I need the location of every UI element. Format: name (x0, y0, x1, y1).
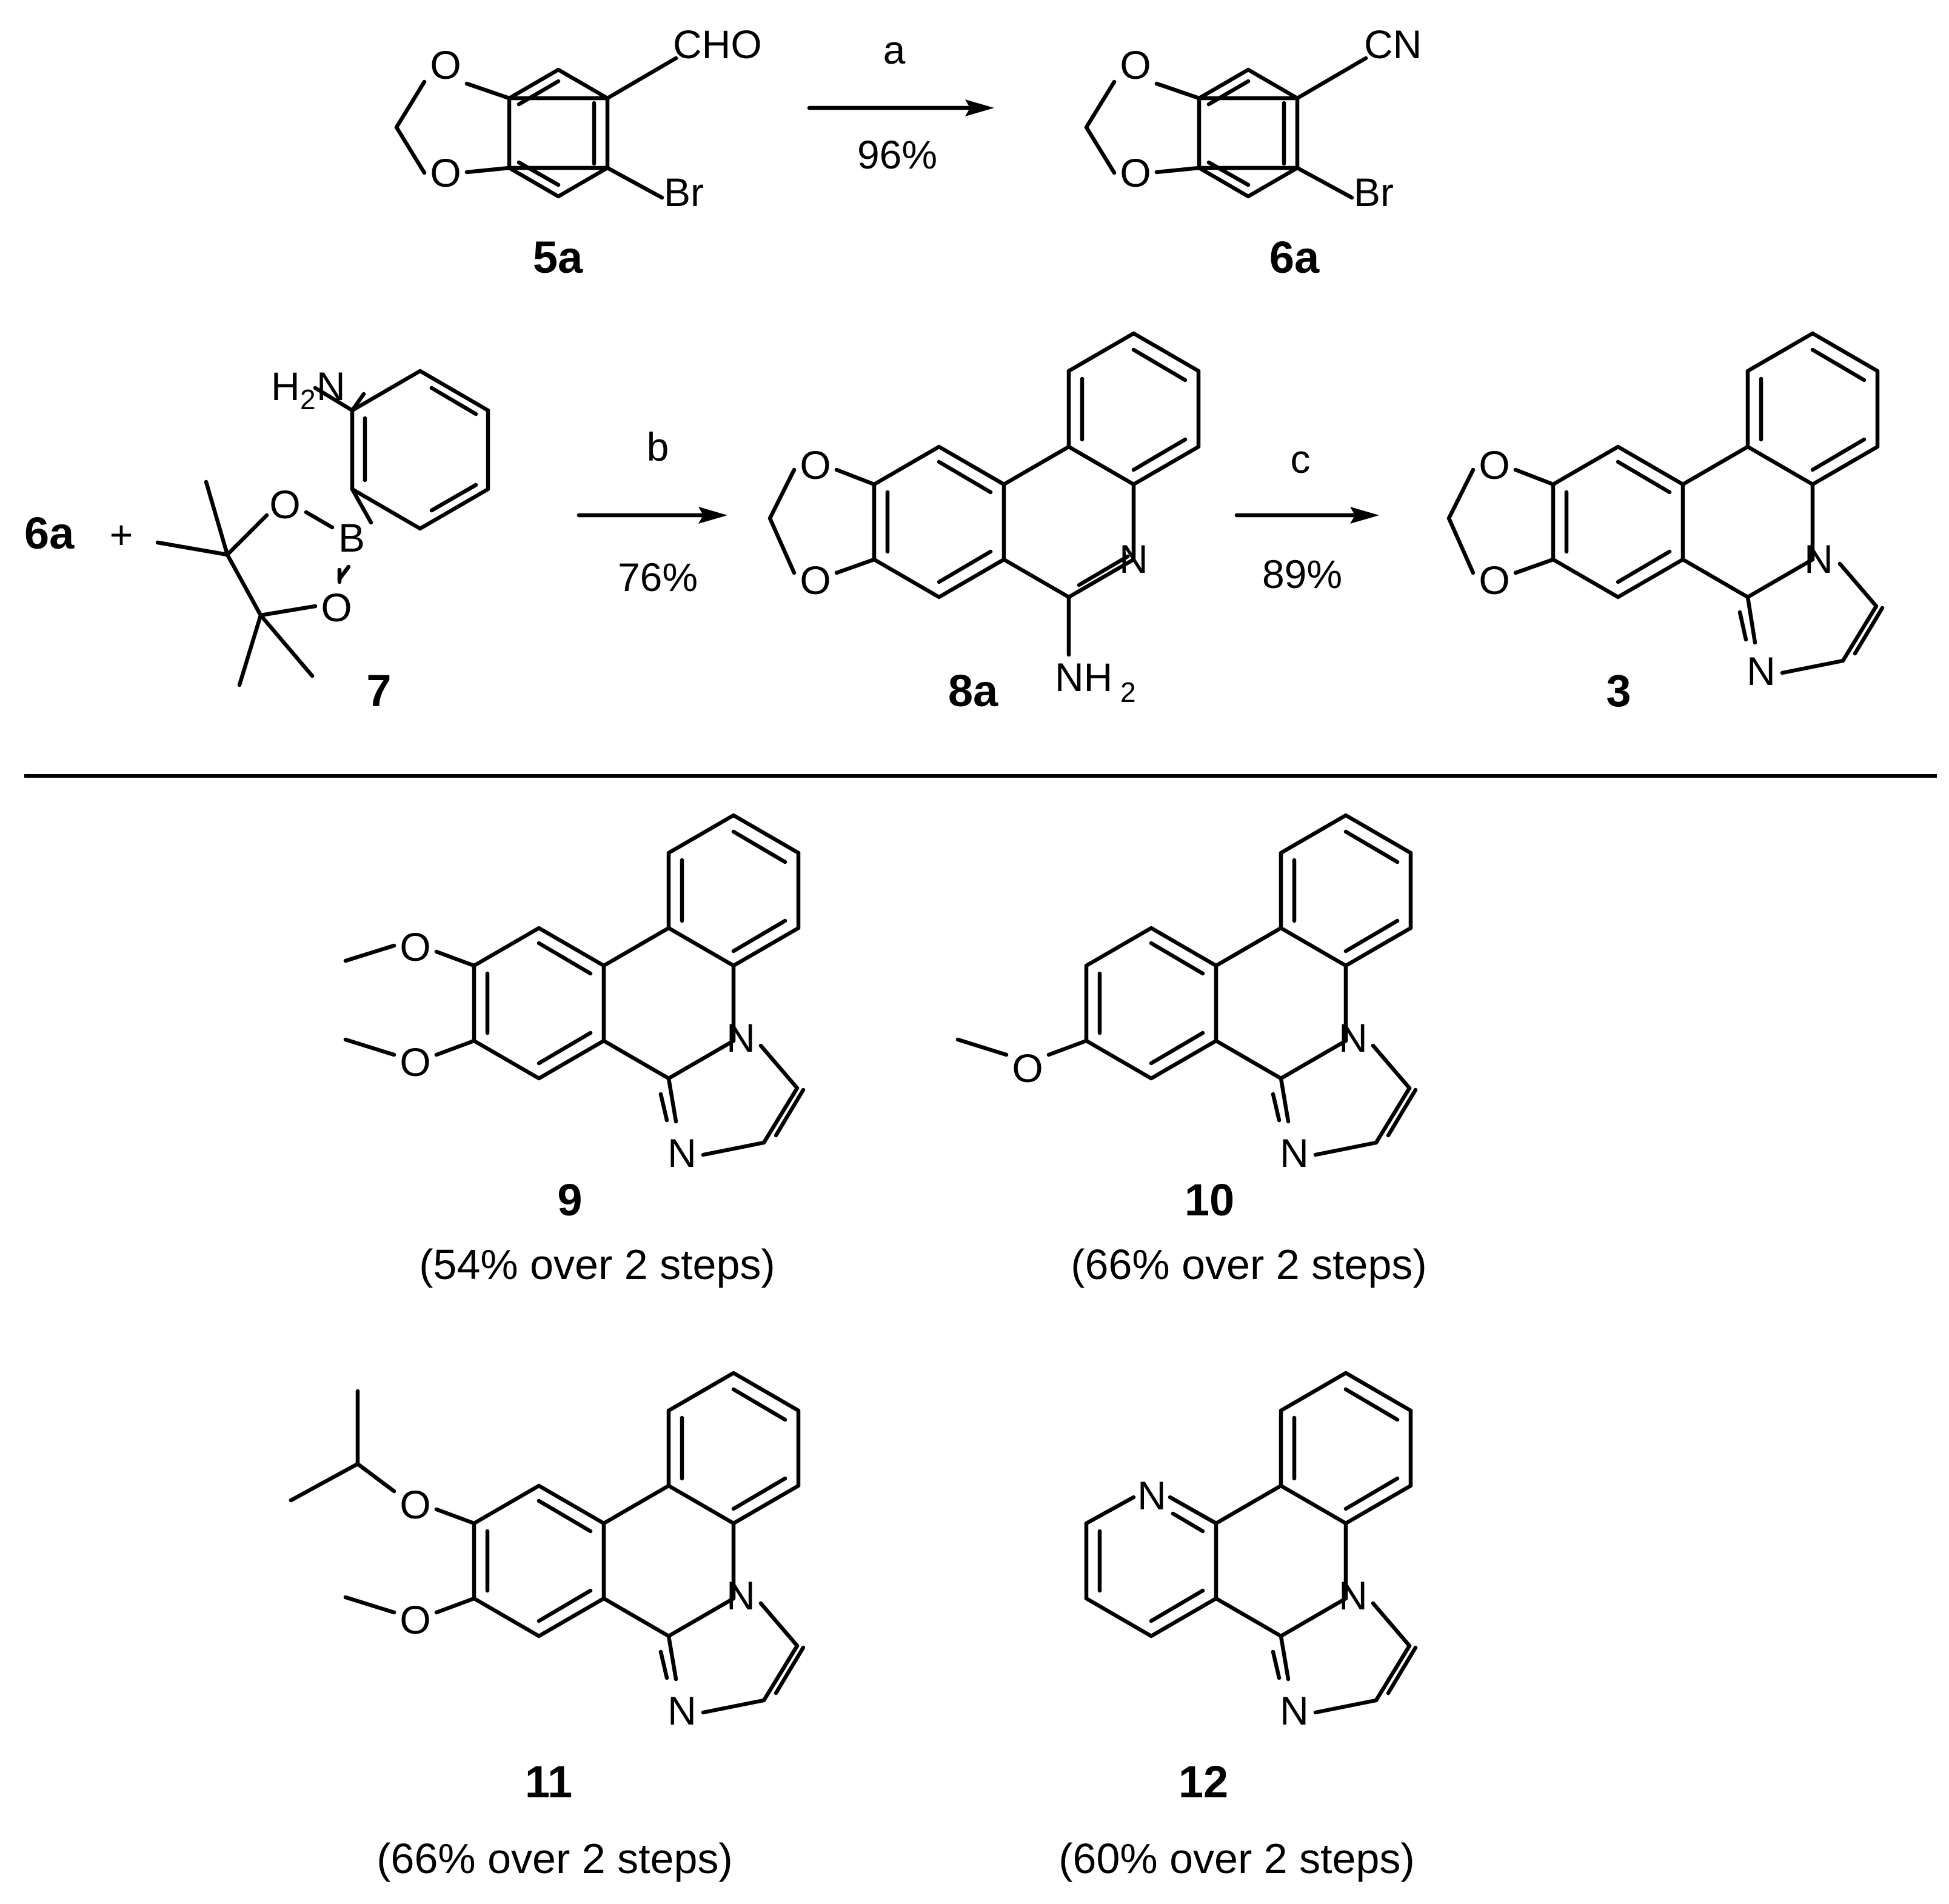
amine-n-label: N (316, 364, 346, 409)
yield-label-12: (60% over 2 steps) (1058, 1835, 1414, 1882)
compound-id-11: 11 (525, 1757, 572, 1807)
reagent-label-a: a (883, 27, 906, 72)
nitrogen-label: N (1747, 649, 1776, 693)
compound-12: N N N 12 (60% over 2 steps) (1058, 1371, 1418, 1882)
compound-7: H 2 N B O O 7 (155, 364, 490, 716)
methoxy-oxygen-label: O (399, 1597, 430, 1642)
compound-id-12: 12 (1178, 1757, 1228, 1807)
reagent-label-b: b (647, 424, 669, 469)
compound-id-7: 7 (366, 666, 391, 716)
compound-id-6a: 6a (1269, 232, 1320, 282)
yield-label-11: (66% over 2 steps) (376, 1835, 732, 1882)
oxygen-label: O (1479, 443, 1509, 487)
compound-11: O O N N 11 (66% over 2 steps) (289, 1371, 806, 1882)
compound-3: O O N N 3 (1446, 331, 1885, 716)
yield-label-9: (54% over 2 steps) (419, 1241, 775, 1288)
amine-subscript: 2 (1120, 676, 1136, 708)
oxygen-label: O (800, 443, 831, 487)
nitrogen-label: N (726, 1015, 755, 1060)
nitrogen-label: N (1280, 1131, 1309, 1175)
methoxy-oxygen-label: O (399, 1040, 430, 1084)
methoxy-oxygen-label: O (399, 924, 430, 969)
compound-10: O N N 10 (66% over 2 steps) (955, 813, 1427, 1288)
oxygen-label: O (269, 482, 300, 527)
methoxy-oxygen-label: O (1012, 1046, 1043, 1091)
nitrogen-label: N (1339, 1015, 1368, 1060)
yield-label-b: 76% (618, 555, 698, 600)
reaction-arrow-c: c 89% (1234, 436, 1379, 596)
oxygen-label: O (430, 150, 461, 195)
oxygen-label: O (321, 585, 352, 630)
compound-id-9: 9 (557, 1175, 582, 1225)
amine-subscript: 2 (300, 384, 316, 415)
nitrogen-label: N (667, 1688, 697, 1733)
compound-id-3: 3 (1606, 666, 1631, 716)
nitrogen-label: N (1339, 1573, 1368, 1618)
pyridine-nitrogen-label: N (1137, 1473, 1166, 1518)
isopropoxy-oxygen-label: O (399, 1482, 430, 1527)
oxygen-label: O (1479, 558, 1509, 603)
oxygen-label: O (800, 558, 831, 603)
reaction-arrow-a: a 96% (807, 27, 994, 177)
plus-sign: + (110, 512, 133, 557)
amine-h-label: H (271, 364, 300, 409)
oxygen-label: O (430, 42, 461, 87)
yield-label-c: 89% (1262, 552, 1342, 596)
yield-label-a: 96% (857, 132, 937, 177)
compound-5a: O O CHO Br 5a (394, 22, 762, 282)
amine-label: NH (1055, 655, 1112, 700)
nitrogen-label: N (1280, 1688, 1309, 1733)
reactant-6a-label: 6a (24, 508, 75, 558)
compound-id-10: 10 (1185, 1175, 1234, 1225)
reagent-label-c: c (1291, 436, 1311, 481)
compound-6a: O O CN Br 6a (1084, 22, 1422, 282)
nitrile-label: CN (1364, 22, 1422, 67)
compound-id-5a: 5a (533, 232, 583, 282)
compound-id-8a: 8a (948, 666, 998, 716)
oxygen-label: O (1120, 150, 1151, 195)
oxygen-label: O (1120, 42, 1151, 87)
yield-label-10: (66% over 2 steps) (1071, 1241, 1426, 1288)
compound-8a: O O N NH 2 8a (767, 331, 1201, 716)
compound-9: O O N N 9 (54% over 2 steps) (343, 813, 806, 1288)
bromo-label: Br (1354, 170, 1394, 215)
boron-label: B (338, 515, 365, 560)
reaction-arrow-b: b 76% (577, 424, 727, 600)
bromo-label: Br (664, 170, 704, 215)
nitrogen-label: N (1804, 536, 1833, 581)
nitrogen-label: N (726, 1573, 755, 1618)
aldehyde-label: CHO (673, 22, 762, 67)
nitrogen-label: N (1119, 536, 1148, 581)
nitrogen-label: N (667, 1131, 697, 1175)
